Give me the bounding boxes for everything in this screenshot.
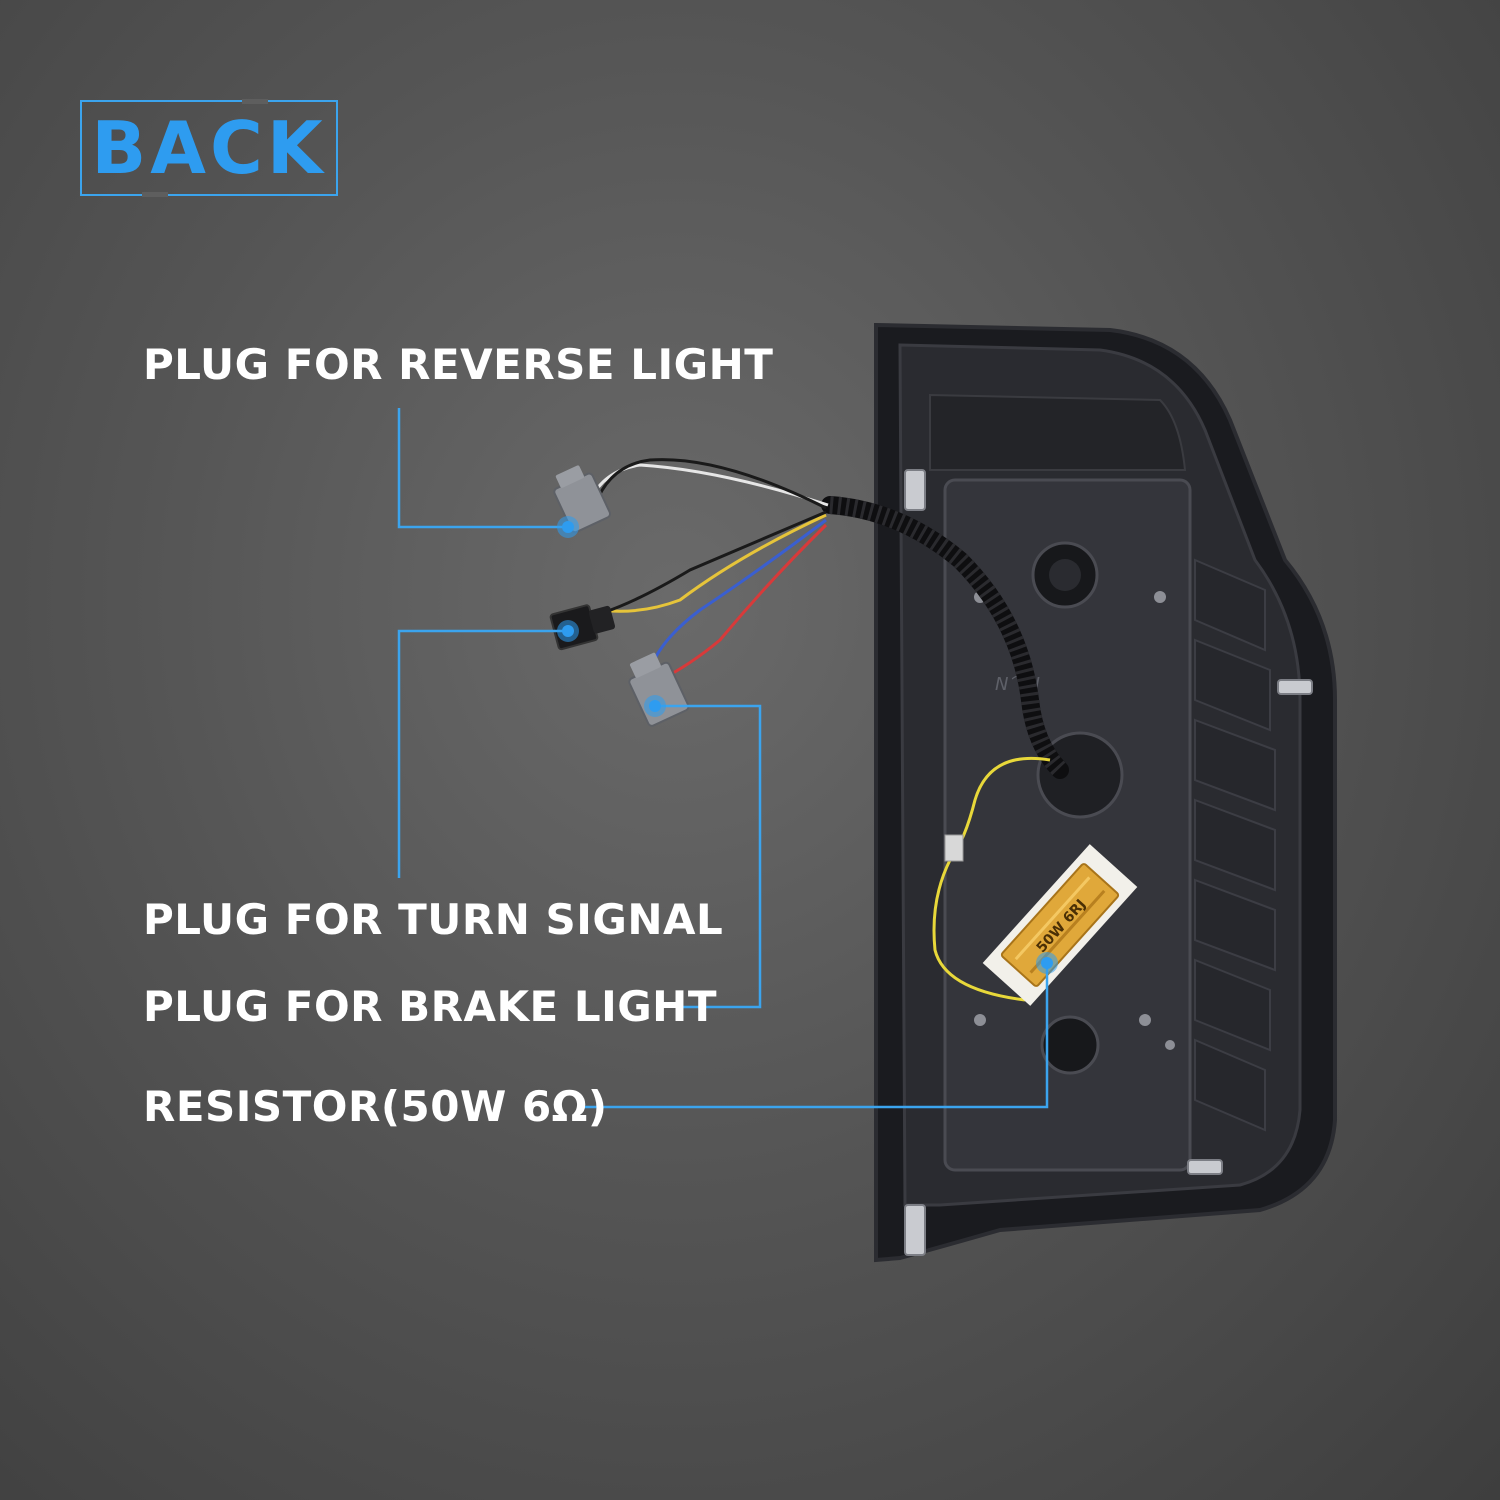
leader-resistor [582, 965, 1049, 1109]
back-badge-text: BACK [91, 106, 327, 190]
badge-gap-bottom [142, 192, 168, 197]
bulb-socket-middle [1036, 731, 1124, 819]
badge-gap-top [242, 99, 268, 104]
bulb-socket-bottom [1040, 1015, 1100, 1075]
reverse-light-label: PLUG FOR REVERSE LIGHT [143, 340, 774, 389]
connector-reverse [553, 465, 612, 534]
resistor-label: RESISTOR(50W 6Ω) [143, 1082, 608, 1131]
back-badge: BACK [80, 99, 338, 197]
housing-ribs [1194, 558, 1276, 1132]
turn-signal-label: PLUG FOR TURN SIGNAL [143, 895, 724, 944]
mounting-studs [904, 469, 1313, 1256]
brake-light-label: PLUG FOR BRAKE LIGHT [143, 982, 717, 1031]
callout-dots [557, 516, 1058, 974]
leader-reverse [397, 408, 568, 529]
leader-lines [397, 408, 1049, 1109]
leader-turn [397, 629, 568, 878]
leader-brake [657, 704, 762, 1009]
resistor: 50W 6RJ [982, 844, 1138, 1006]
fan-out-wires [588, 458, 829, 682]
connector-brake [628, 652, 690, 727]
screws [974, 591, 1175, 1050]
